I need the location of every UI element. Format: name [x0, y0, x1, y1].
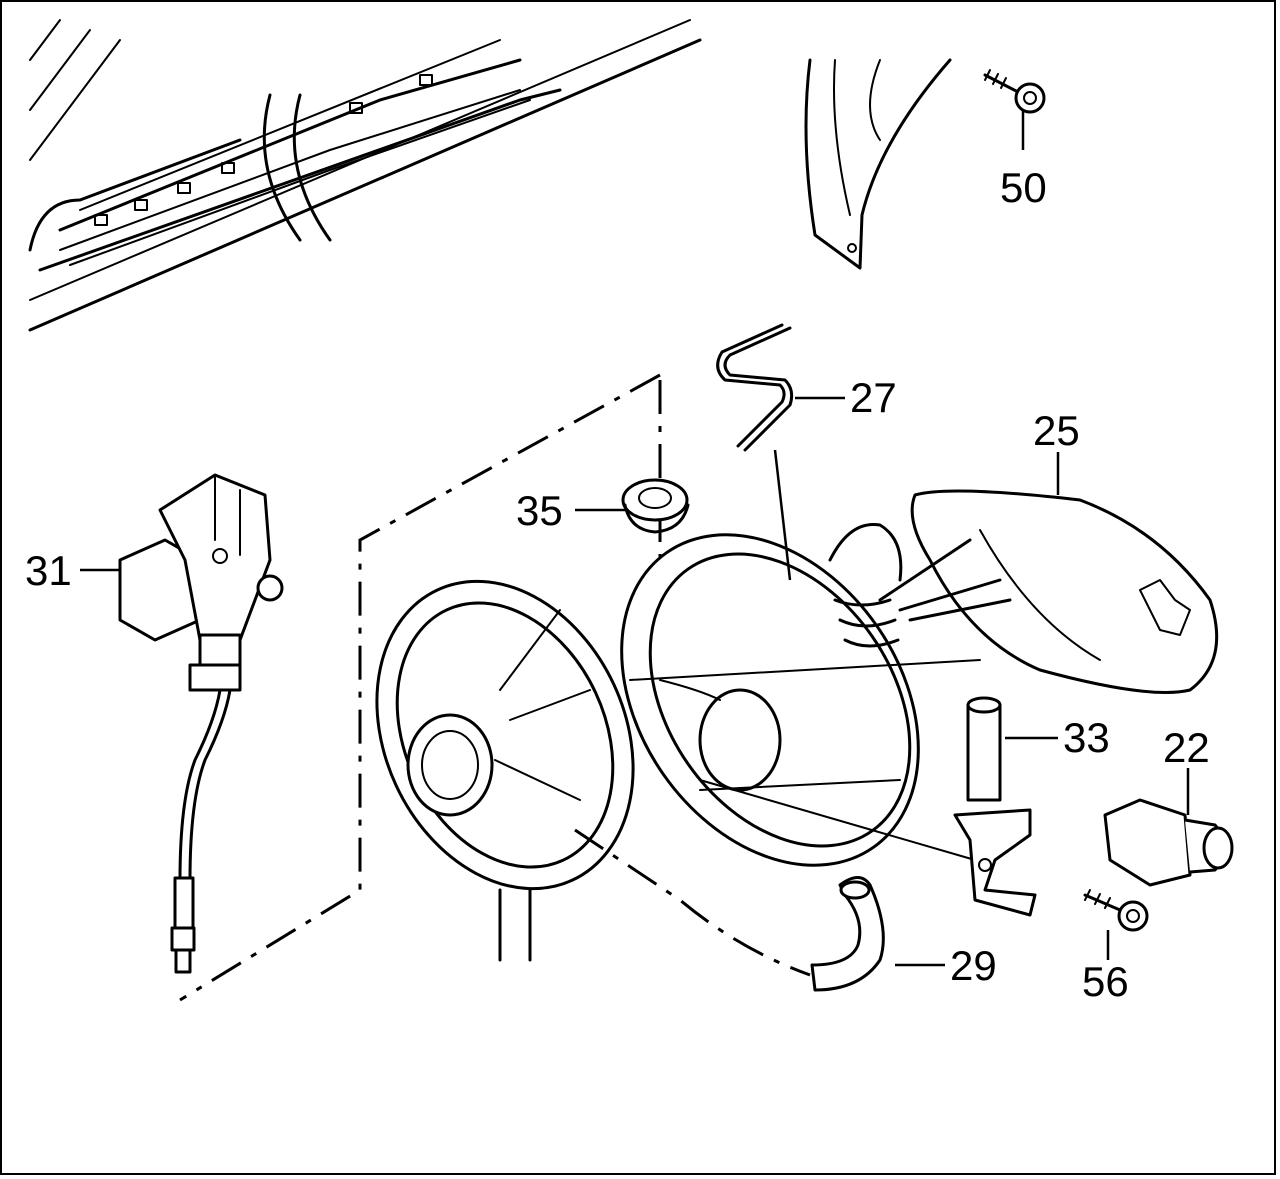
body-sill-panel: [28, 19, 702, 332]
filler-housing-left: [375, 579, 635, 962]
callout-56: 56: [1082, 958, 1129, 1005]
callout-50: 50: [1000, 164, 1047, 211]
screw-50: [983, 69, 1046, 114]
switch-bracket: [953, 808, 1037, 917]
callout-33: 33: [1063, 714, 1110, 761]
switch-22: [1103, 798, 1234, 887]
screw-56: [1083, 889, 1149, 932]
spring-clip-27: [716, 323, 794, 452]
actuator-motor-31: [118, 473, 284, 974]
callout-22: 22: [1163, 724, 1210, 771]
callout-29: 29: [950, 942, 997, 989]
callout-25: 25: [1033, 407, 1080, 454]
wheel-arch-bracket: [804, 58, 952, 270]
callout-27: 27: [850, 374, 897, 421]
callout-31: 31: [25, 547, 72, 594]
drain-hose-29: [574, 828, 885, 992]
leader-lines: [80, 110, 1190, 967]
callout-35: 35: [516, 487, 563, 534]
filler-neck-housing: [620, 522, 981, 867]
hose-33: [966, 696, 1002, 802]
fuel-flap-lid-25: [878, 489, 1219, 694]
grommet-35: [621, 478, 690, 534]
